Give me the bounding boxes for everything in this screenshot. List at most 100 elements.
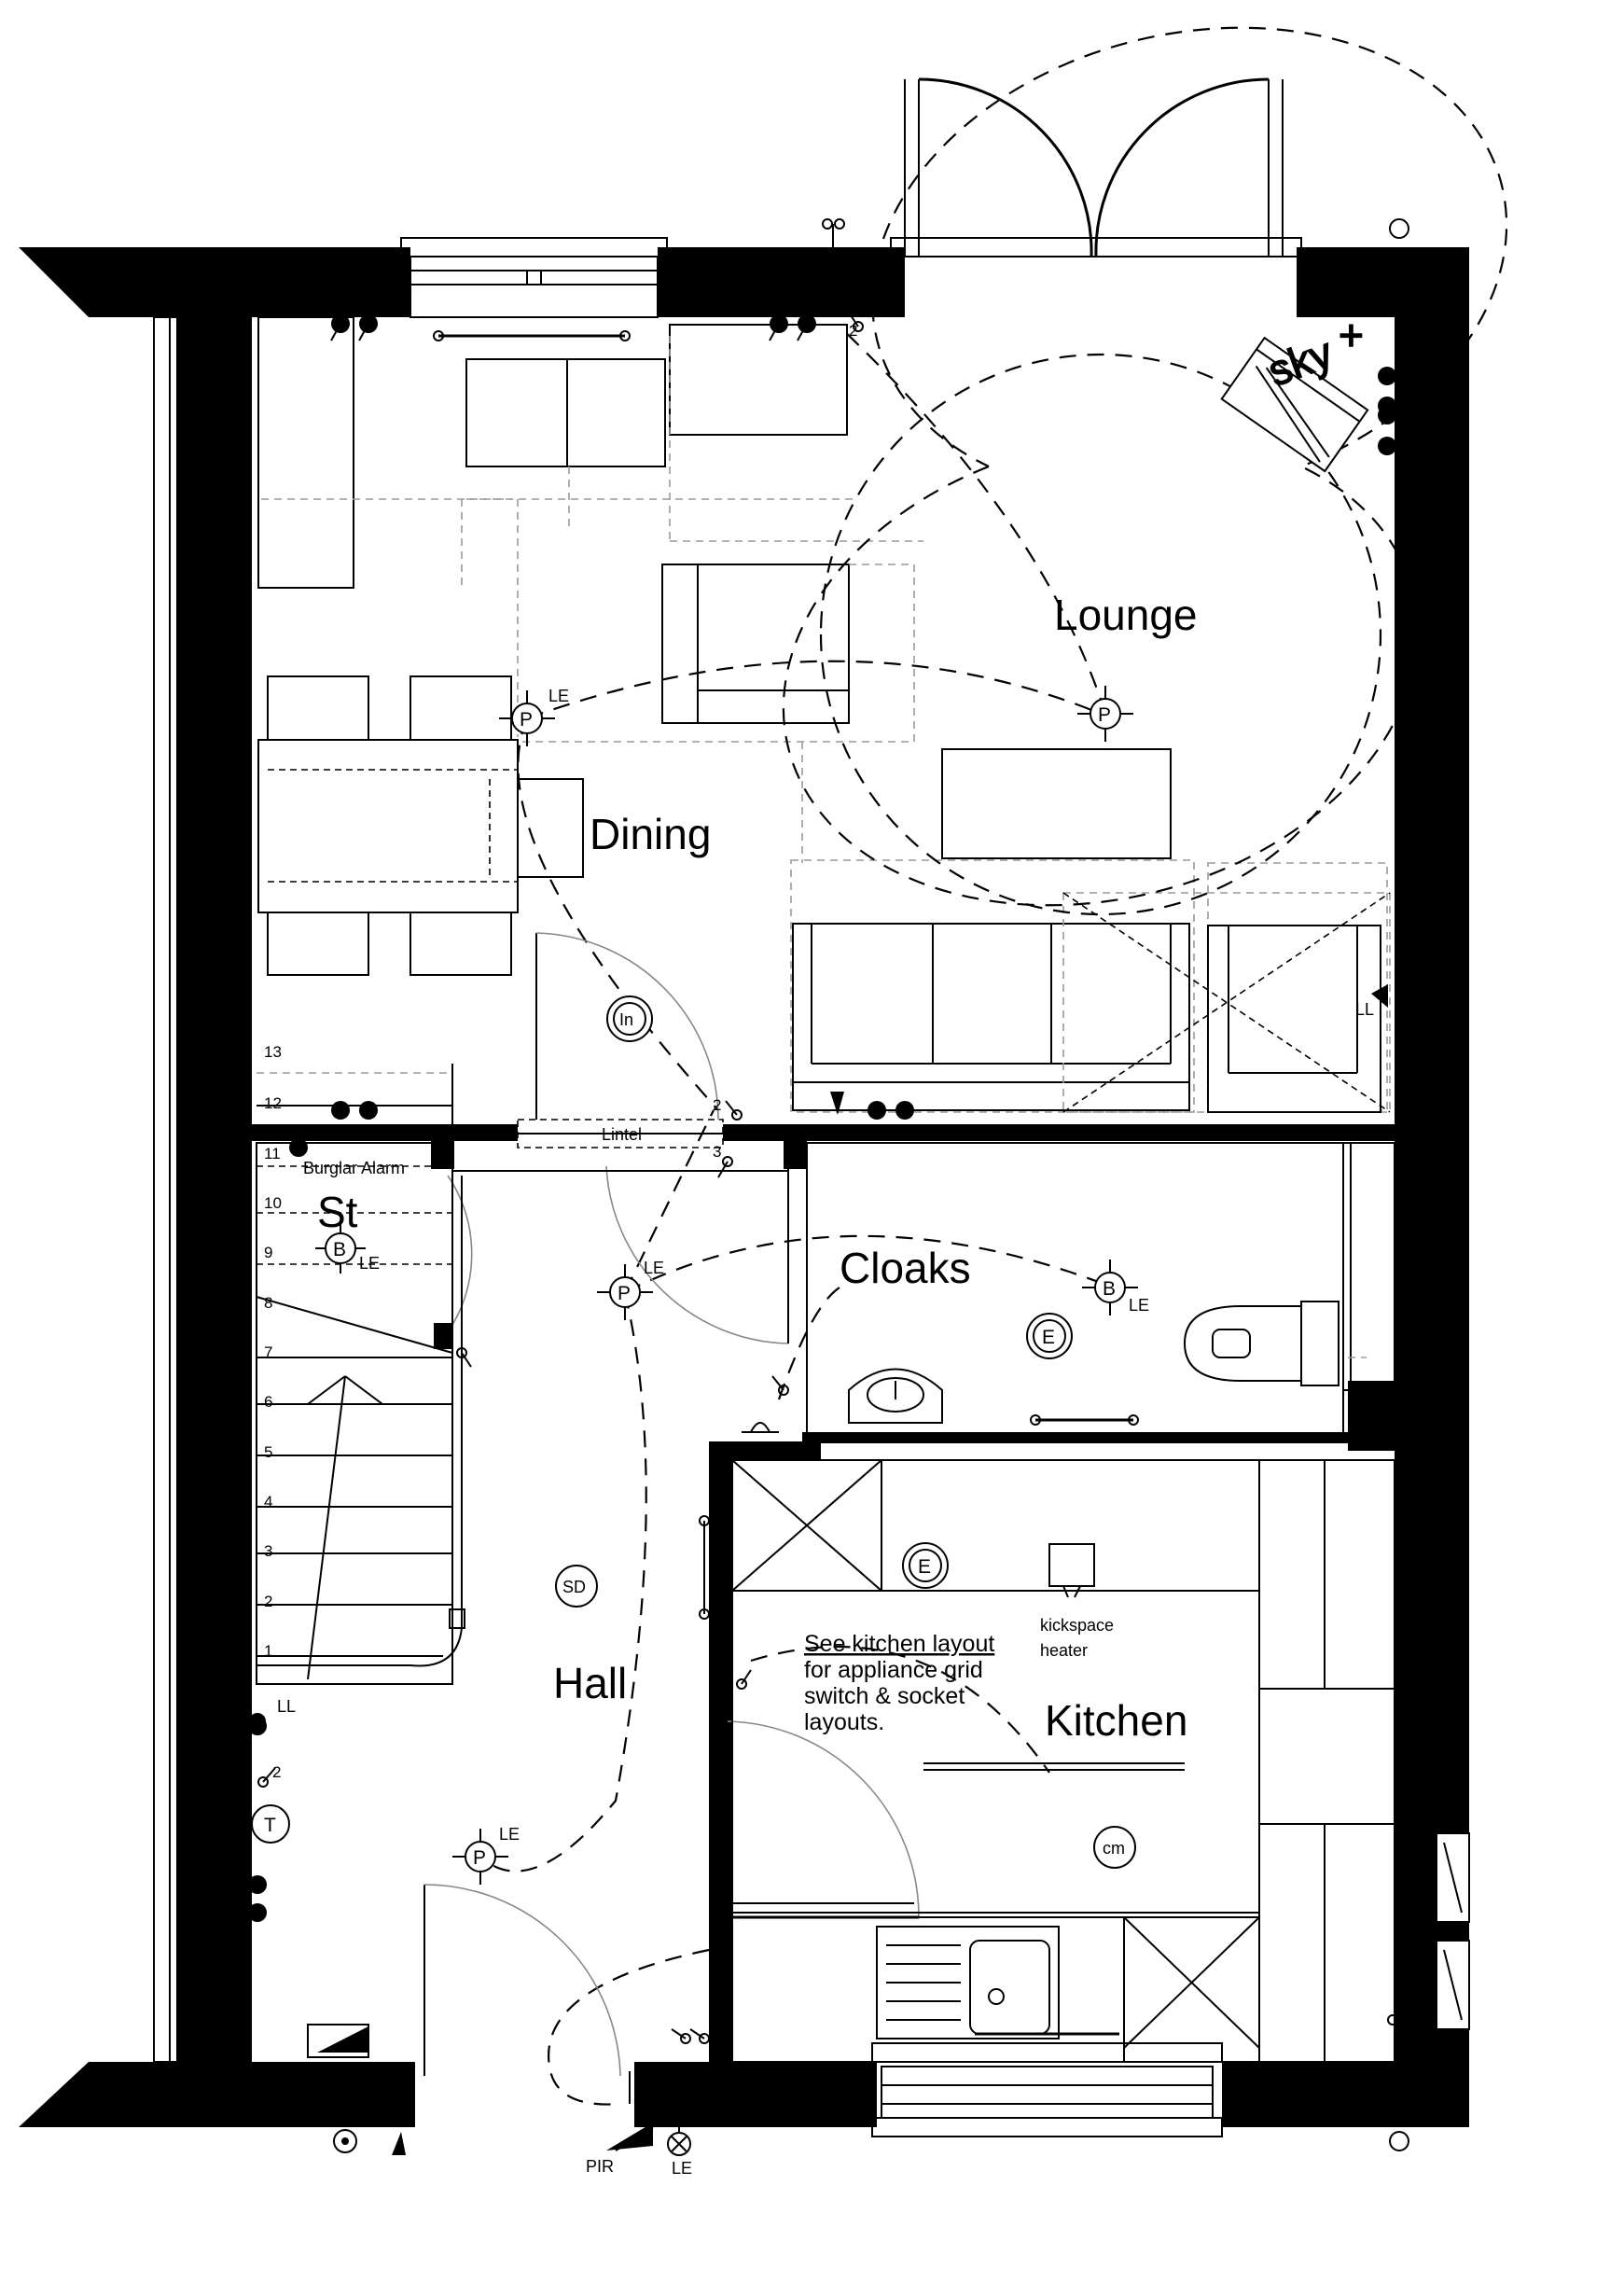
room-label-dining: Dining (590, 810, 711, 858)
step-11: 11 (264, 1145, 281, 1162)
window-kitchen-bottom (871, 2042, 1223, 2137)
svg-text:LE: LE (644, 1259, 664, 1277)
step-10: 10 (264, 1194, 282, 1212)
kitchen-fittings: kickspace heater See kitchen layout for … (731, 1459, 1470, 2063)
svg-text:P: P (618, 1283, 631, 1304)
step-2: 2 (264, 1593, 272, 1610)
room-label-kitchen: Kitchen (1045, 1696, 1187, 1745)
svg-text:3: 3 (713, 1143, 721, 1161)
external-light-icon: LE (667, 2124, 692, 2178)
thermostat-icon: T (251, 1804, 290, 1844)
wall-bottom-centre (634, 2062, 877, 2127)
svg-text:LE: LE (499, 1825, 520, 1844)
svg-text:P: P (473, 1847, 486, 1869)
sofa (792, 923, 1190, 1111)
sideboard (257, 316, 354, 589)
bulkhead-light-cloaks-icon: B LE (1082, 1260, 1149, 1315)
external-walls (19, 247, 1469, 2127)
room-label-lounge: Lounge (1054, 591, 1198, 639)
armchair-top-left (465, 358, 568, 467)
wall-bottom-right (1222, 2062, 1469, 2127)
lounge-dining-furniture (257, 316, 1391, 1113)
wc-pan (1183, 1305, 1302, 1382)
svg-text:cm: cm (1103, 1839, 1125, 1858)
sky-box-icon (1220, 336, 1369, 473)
socket-5-icon (331, 1101, 378, 1120)
svg-text:E: E (918, 1556, 931, 1578)
kitchen-note-1: See kitchen layout (804, 1631, 994, 1657)
step-12: 12 (264, 1094, 282, 1112)
lintel-label: Lintel (602, 1125, 642, 1144)
wall-kitchen-left (709, 1441, 732, 2067)
svg-text:SD: SD (562, 1578, 586, 1596)
internet-socket-icon: In (606, 995, 653, 1042)
wall-stub-b (784, 1124, 807, 1169)
kitchen-note-4: layouts. (804, 1709, 884, 1735)
svg-text:PIR: PIR (586, 2157, 614, 2176)
sky-plus: + (1339, 311, 1364, 359)
kickspace-label-2: heater (1040, 1641, 1088, 1660)
svg-text:LE: LE (1129, 1296, 1149, 1315)
bulkhead-light-stair-icon: B LE (315, 1222, 380, 1274)
step-8: 8 (264, 1294, 272, 1312)
step-9: 9 (264, 1244, 272, 1261)
svg-text:LE: LE (548, 687, 569, 705)
svg-text:E: E (1042, 1327, 1055, 1348)
kitchen-note-2: for appliance grid (804, 1657, 983, 1683)
kickspace-heater-unit (1048, 1543, 1095, 1587)
svg-text:LE: LE (672, 2159, 692, 2178)
burglar-alarm-label: Burglar Alarm (303, 1159, 405, 1177)
room-label-hall: Hall (553, 1659, 627, 1707)
step-7: 7 (264, 1343, 272, 1361)
svg-text:LE: LE (359, 1254, 380, 1273)
svg-text:P: P (520, 709, 533, 731)
wc-cistern (1300, 1301, 1339, 1386)
wall-right (1395, 247, 1469, 2104)
window-hall-side (153, 316, 178, 2063)
wall-left (177, 247, 252, 2104)
svg-text:2: 2 (713, 1096, 721, 1114)
wall-top-2 (658, 247, 905, 317)
socket-2-icon (769, 314, 816, 341)
socket-6-icon (830, 1092, 914, 1120)
desk (669, 324, 848, 436)
step-6: 6 (264, 1393, 272, 1411)
svg-text:2: 2 (272, 1763, 281, 1781)
pendant-light-lounge-icon: P (1077, 686, 1133, 742)
wall-bottom-left (177, 2062, 415, 2127)
room-label-store: St (317, 1188, 358, 1236)
svg-text:P: P (1098, 704, 1111, 726)
wall-left-top-slant (19, 247, 177, 317)
wall-stub-a (431, 1124, 454, 1169)
smoke-detector-icon: SD (555, 1565, 598, 1608)
step-4: 4 (264, 1493, 272, 1510)
armchair-top-right (566, 358, 666, 467)
room-labels: Lounge Dining Cloaks Hall Kitchen St Bur… (303, 591, 1198, 1745)
wall-kitchen-top (709, 1441, 821, 1460)
hall-fittings (307, 1515, 914, 2058)
svg-text:B: B (1103, 1278, 1116, 1300)
wall-kitchen-right-stub (1348, 1381, 1395, 1451)
svg-text:2: 2 (849, 322, 857, 340)
socket-4-icon (1378, 406, 1396, 455)
french-doors (890, 77, 1302, 258)
socket-1-icon (330, 314, 378, 341)
pendant-light-dining-icon: P LE (499, 687, 569, 746)
co-monitor-icon: cm (1093, 1826, 1136, 1869)
ll-label-hall: LL (277, 1697, 296, 1716)
window-top-left (400, 237, 668, 318)
svg-text:T: T (264, 1815, 276, 1836)
tv-unit (941, 748, 1172, 859)
armchair-right (1207, 925, 1381, 1113)
kitchen-note-3: switch & socket (804, 1683, 965, 1709)
step-5: 5 (264, 1443, 272, 1461)
lighting-circuits (479, 26, 1508, 2106)
cloaks-fittings (806, 1142, 1395, 1435)
wall-partition-right (723, 1124, 1395, 1141)
wall-top-1 (177, 247, 410, 317)
ll-label-lounge: LL (1355, 1000, 1374, 1019)
pendant-light-hall-lower-icon: P LE (452, 1825, 520, 1885)
extract-fan-cloaks-icon: E (1026, 1313, 1073, 1359)
armchair-centre (661, 564, 850, 724)
